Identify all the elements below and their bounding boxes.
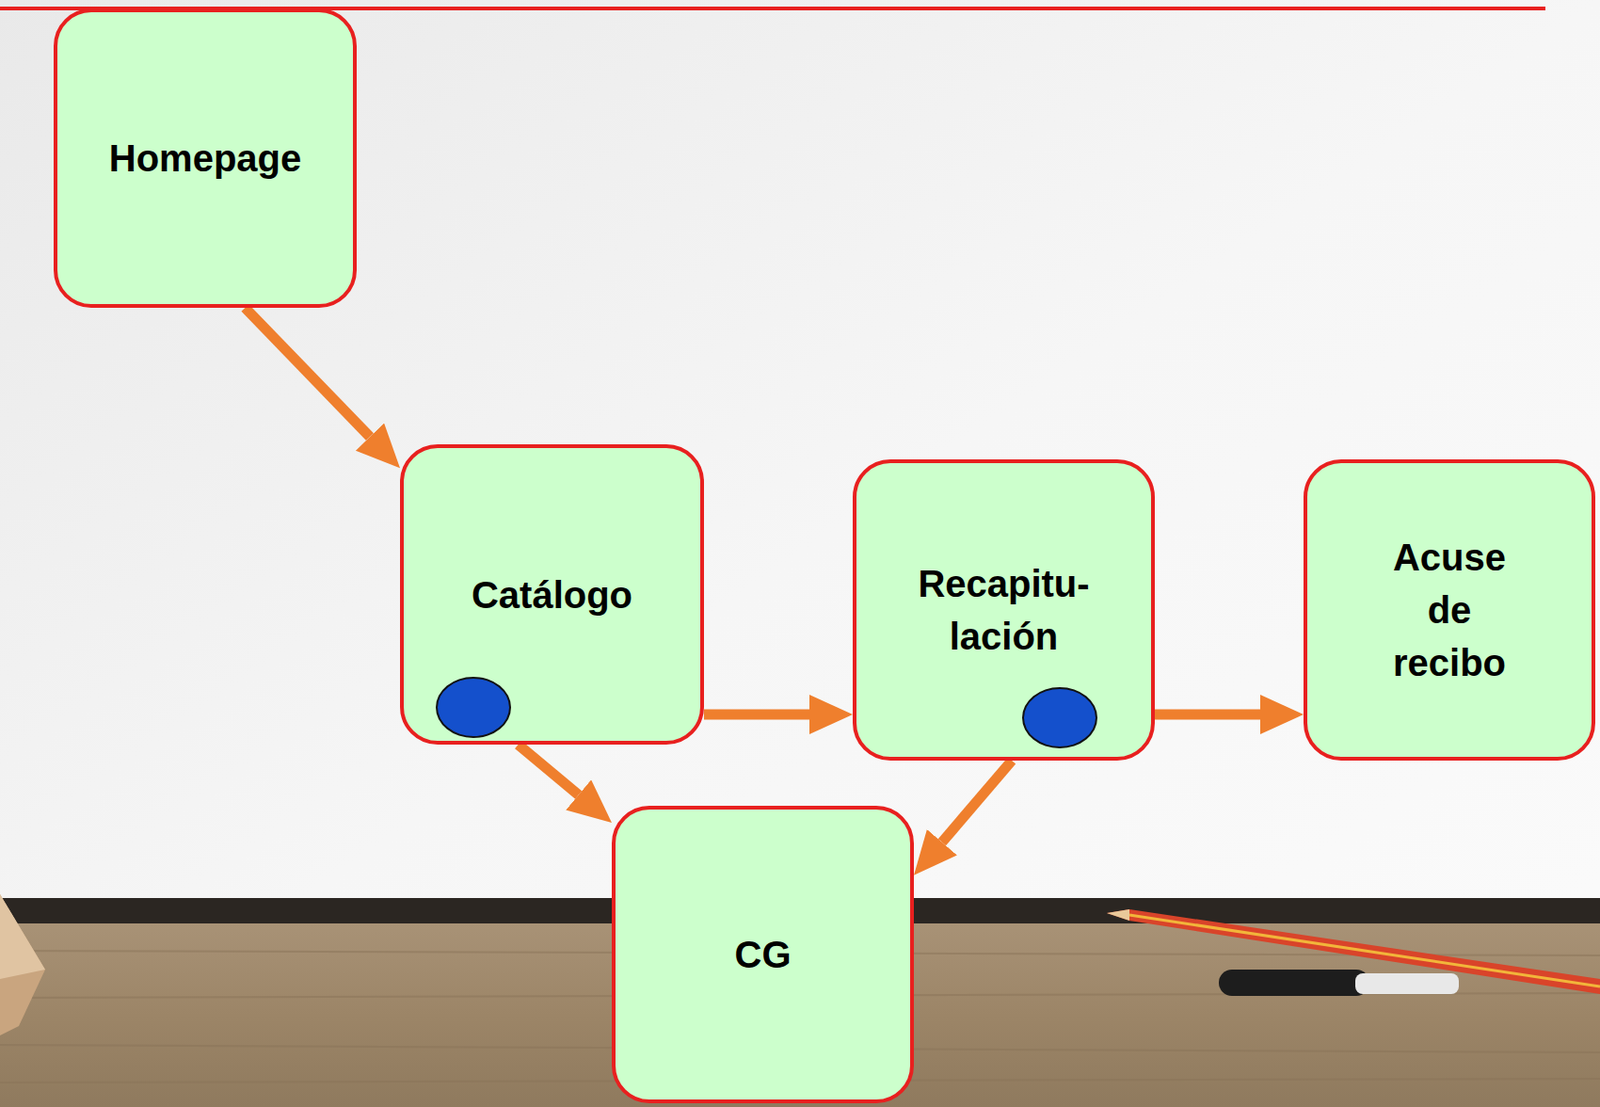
page-box: Acuse de recibo: [1303, 459, 1596, 761]
page-box: CG: [611, 805, 914, 1104]
flow-arrow: [704, 709, 810, 720]
wooden-shape-facet: [0, 894, 46, 979]
flow-arrow: [1154, 709, 1261, 720]
flow-arrow: [942, 760, 1012, 843]
eraser: [1355, 973, 1459, 994]
box-label: CG: [735, 928, 792, 981]
wooden-shape: [0, 894, 46, 1036]
link-dot: [435, 676, 512, 738]
page-box: Recapitu- lación: [852, 459, 1155, 761]
box-label: Acuse de recibo: [1374, 530, 1525, 689]
flow-arrow: [518, 744, 579, 795]
pencil: [1106, 909, 1600, 994]
box-label: Recapitu- lación: [891, 557, 1118, 663]
marker-pen: [1218, 969, 1370, 996]
pencil-tip: [1106, 909, 1130, 921]
pencil-stripe: [1129, 914, 1600, 987]
box-label: Homepage: [109, 131, 303, 185]
flow-arrow: [244, 307, 370, 437]
box-label: Catálogo: [471, 568, 633, 622]
page-box: Catálogo: [400, 444, 704, 745]
page-box: Homepage: [53, 8, 357, 308]
link-dot: [1022, 687, 1098, 749]
